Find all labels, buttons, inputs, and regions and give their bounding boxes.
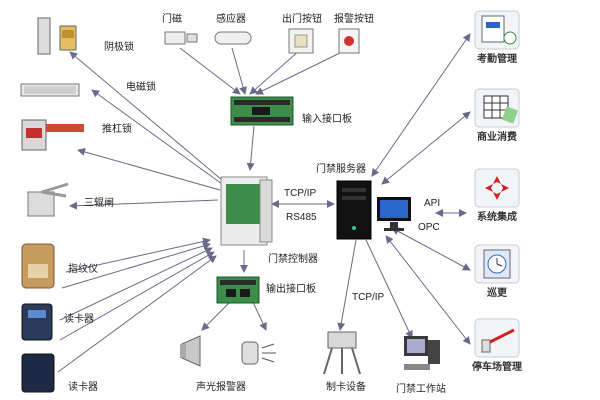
tripod-gate-icon: [22, 178, 72, 222]
alarm-button-label: 报警按钮: [334, 14, 374, 25]
commerce-label: 商业消费: [477, 132, 517, 143]
bolt-lock-label: 推杠锁: [102, 124, 132, 135]
server-monitor-icon: [376, 196, 412, 236]
output-board-label: 输出接口板: [266, 284, 316, 295]
sensor-label: 感应器: [216, 14, 246, 25]
alarm-button-icon: [338, 28, 360, 58]
access-controller-label: 门禁控制器: [268, 254, 318, 265]
patrol-label: 巡更: [487, 288, 507, 299]
tripod-gate-label: 三辊闸: [84, 198, 114, 209]
card-reader-icon-2: [16, 352, 62, 398]
commerce-icon: [474, 88, 520, 132]
tcpip-top-label: TCP/IP: [284, 188, 317, 199]
sound-light-alarm-label: 声光报警器: [196, 382, 246, 393]
fingerprint-reader-icon: [18, 242, 62, 294]
workstation-icon: [402, 334, 442, 378]
cathode-lock-label: 阴极锁: [104, 42, 134, 53]
system-integration-icon: [474, 168, 520, 212]
rs485-label: RS485: [286, 212, 317, 223]
card-printer-icon: [318, 330, 366, 380]
door-magnet-label: 门磁: [162, 14, 182, 25]
input-board-icon: [230, 96, 294, 130]
parking-icon: [474, 318, 520, 362]
magnetic-lock-label: 电磁锁: [126, 82, 156, 93]
exit-button-label: 出门按钮: [282, 14, 322, 25]
card-reader-label-1: 读卡器: [64, 314, 94, 325]
patrol-icon: [474, 244, 520, 288]
attendance-icon: [474, 10, 520, 54]
exit-button-icon: [288, 28, 314, 58]
cathode-lock-icon: [26, 16, 84, 62]
input-board-label: 输入接口板: [302, 114, 352, 125]
magnetic-lock-icon: [20, 82, 80, 101]
speaker-icon: [178, 334, 208, 374]
server-tower-icon: [336, 180, 372, 244]
attendance-label: 考勤管理: [477, 54, 517, 65]
api-label: API: [424, 198, 441, 209]
sensor-icon: [214, 28, 254, 52]
card-reader-label-2: 读卡器: [68, 382, 98, 393]
bolt-lock-icon: [20, 114, 86, 158]
parking-label: 停车场管理: [472, 362, 522, 373]
output-board-icon: [216, 276, 260, 308]
fingerprint-label: 指纹仪: [68, 264, 98, 275]
card-reader-icon-1: [16, 302, 62, 346]
strobe-light-icon: [240, 338, 288, 372]
system-integration-label: 系统集成: [477, 212, 517, 223]
opc-label: OPC: [418, 222, 440, 233]
access-workstation-label: 门禁工作站: [396, 384, 446, 395]
access-server-label: 门禁服务器: [316, 164, 366, 175]
door-magnet-icon: [164, 28, 198, 52]
tcpip-bottom-label: TCP/IP: [352, 292, 385, 303]
card-device-label: 制卡设备: [326, 382, 366, 393]
access-controller-icon: [220, 176, 274, 252]
